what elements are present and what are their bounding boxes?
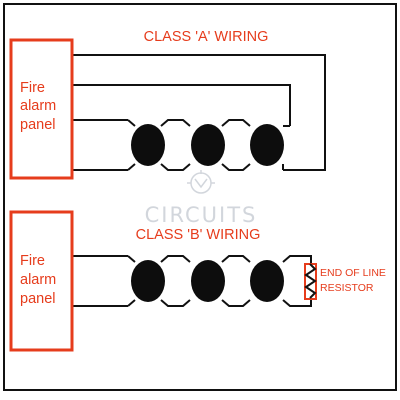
resistor-icon (304, 263, 317, 299)
class-a-device-3 (250, 124, 284, 166)
class-b-panel-box (9, 210, 74, 352)
class-a-link-1 (160, 119, 191, 171)
watermark-text: CIRCUITS (145, 203, 258, 227)
class-b-panel: Fire alarm panel (9, 210, 74, 352)
class-a-panel: Fire alarm panel (9, 38, 74, 180)
end-of-line-resistor-label-line-2: RESISTOR (320, 282, 374, 294)
class-a-device-2 (191, 124, 225, 166)
class-a-panel-box (9, 38, 74, 180)
class-b-device-1 (131, 260, 165, 302)
class-b-device-2 (191, 260, 225, 302)
diagram-frame (3, 3, 397, 391)
end-of-line-resistor: END OF LINE RESISTOR (304, 263, 386, 300)
class-a-device-1 (131, 124, 165, 166)
class-a-link-2 (221, 119, 251, 171)
class-b-link-1 (160, 255, 191, 307)
class-b-link-3 (282, 255, 312, 307)
class-a-panel-label-line-1: Fire (20, 80, 45, 96)
class-a-title: CLASS 'A' WIRING (144, 29, 269, 45)
class-a-link-3 (282, 125, 290, 170)
class-b-panel-label-line-1: Fire (20, 253, 45, 269)
watermark: CIRCUITS (145, 170, 258, 227)
class-b-panel-label-line-2: alarm (20, 272, 56, 288)
class-a-panel-label-line-3: panel (20, 117, 55, 133)
class-a-panel-label-line-2: alarm (20, 98, 56, 114)
class-a-link-0 (127, 119, 136, 171)
end-of-line-resistor-label-line-1: END OF LINE (320, 267, 386, 279)
class-a-wiring (72, 54, 326, 171)
class-b-wiring (72, 255, 312, 307)
class-a-return-loop-inner (72, 84, 291, 126)
class-b-title: CLASS 'B' WIRING (136, 227, 261, 243)
class-a-return-loop-outer (72, 54, 326, 171)
class-b-device-3 (250, 260, 284, 302)
class-b-link-0 (127, 255, 136, 307)
watermark-logo-icon (187, 170, 215, 194)
class-b-link-2 (221, 255, 251, 307)
class-b-panel-label-line-3: panel (20, 291, 55, 307)
